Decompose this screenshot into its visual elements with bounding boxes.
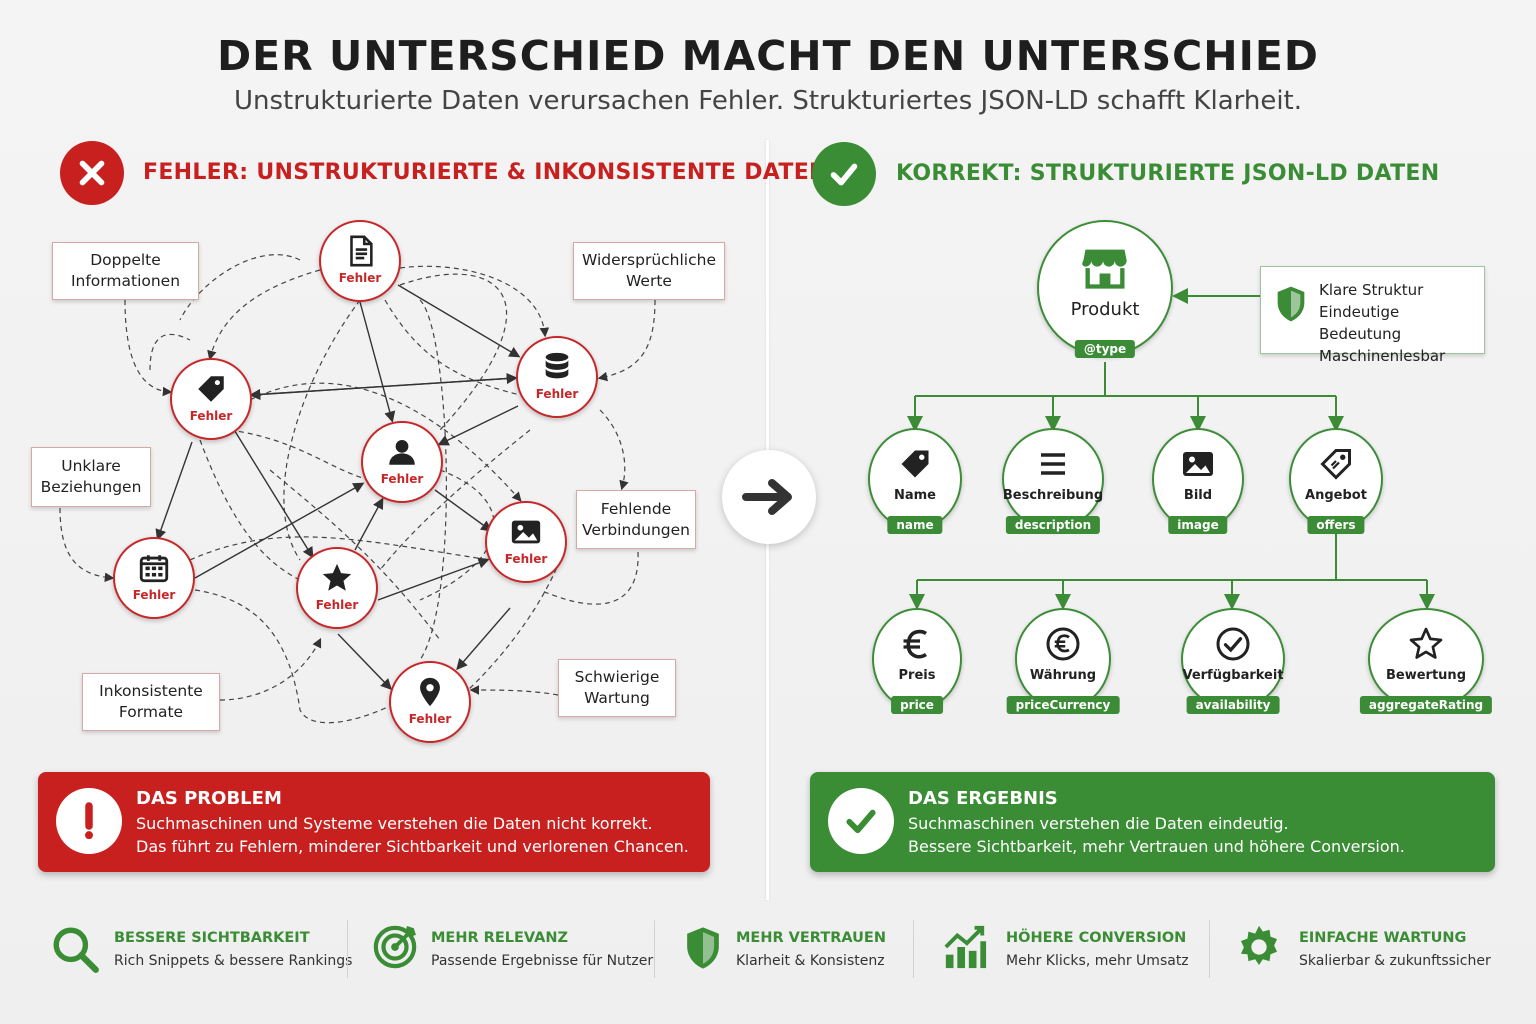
error-label: Fehler — [132, 587, 176, 602]
info-line-3: Maschinenlesbar — [1319, 347, 1446, 365]
root-key: @type — [1074, 340, 1136, 358]
grandchild-node-waehrung: Währung priceCurrency — [1006, 608, 1120, 714]
exclamation-icon — [56, 788, 122, 854]
left-heading: FEHLER: UNSTRUKTURIERTE & INKONSISTENTE … — [143, 160, 828, 185]
error-node-image: Fehler — [485, 501, 567, 583]
feature-maintenance: EINFACHE WARTUNG Skalierbar & zukunftssi… — [1236, 918, 1506, 978]
error-node-calendar: Fehler — [113, 537, 195, 619]
target-icon — [373, 925, 417, 969]
grandchild-node-bewertung: Bewertung aggregateRating — [1359, 608, 1493, 714]
error-label: Fehler — [338, 270, 382, 285]
problem-line-2: Das führt zu Fehlern, minderer Sichtbark… — [136, 837, 689, 856]
root-name: Produkt — [1070, 298, 1140, 320]
left-heading-rest: UNSTRUKTURIERTE & INKONSISTENTE DATEN — [256, 160, 828, 185]
result-title: DAS ERGEBNIS — [908, 788, 1058, 809]
footer-divider — [347, 920, 348, 978]
euro-icon — [903, 629, 927, 659]
info-line-1: Klare Struktur — [1319, 281, 1424, 299]
error-node-star: Fehler — [296, 547, 378, 629]
star-outline-icon — [1409, 627, 1443, 659]
footer-divider — [1209, 920, 1210, 978]
transform-arrow — [722, 450, 816, 544]
info-line-2: Eindeutige Bedeutung — [1319, 303, 1402, 343]
image-icon — [511, 520, 541, 543]
right-heading-prefix: KORREKT: — [896, 161, 1022, 186]
child-node-beschreibung: Beschreibung description — [1002, 428, 1104, 534]
footer-divider — [913, 920, 914, 978]
result-banner: DAS ERGEBNIS Suchmaschinen verstehen die… — [810, 772, 1495, 872]
error-node-database: Fehler — [516, 336, 598, 418]
error-label: Fehler — [189, 408, 233, 423]
error-label: Fehler — [315, 597, 359, 612]
result-line-1: Suchmaschinen verstehen die Daten eindeu… — [908, 814, 1289, 833]
page-title: DER UNTERSCHIED MACHT DEN UNTERSCHIED — [217, 32, 1319, 80]
star-icon — [322, 563, 352, 591]
error-label: Fehler — [504, 551, 548, 566]
right-heading-rest: STRUKTURIERTE JSON-LD DATEN — [1029, 161, 1440, 186]
grandchild-node-preis: Preis price — [872, 608, 962, 714]
child-node-bild: Bild image — [1152, 428, 1244, 534]
error-x-icon — [60, 141, 124, 205]
database-icon — [545, 352, 569, 378]
check-icon — [828, 788, 894, 854]
root-node-produkt: Produkt @type — [1037, 220, 1173, 358]
error-node-location: Fehler — [389, 661, 471, 743]
problem-title: DAS PROBLEM — [136, 788, 282, 809]
info-box: Klare Struktur Eindeutige Bedeutung Masc… — [1260, 266, 1485, 365]
calendar-icon — [139, 554, 169, 582]
child-node-name: Name name — [868, 428, 962, 534]
left-heading-prefix: FEHLER: — [143, 160, 249, 185]
grandchild-node-verfuegbarkeit: Verfügbarkeit availability — [1181, 608, 1285, 714]
tag-icon — [198, 375, 224, 402]
right-heading: KORREKT: STRUKTURIERTE JSON-LD DATEN — [896, 161, 1439, 186]
location-pin-icon — [420, 677, 440, 706]
page-subtitle: Unstrukturierte Daten verursachen Fehler… — [233, 86, 1303, 116]
feature-relevance: MEHR RELEVANZ Passende Ergebnisse für Nu… — [372, 918, 653, 978]
shield-icon — [1277, 286, 1305, 322]
image-icon — [1183, 451, 1213, 476]
store-icon — [1082, 249, 1127, 289]
footer-divider — [654, 920, 655, 978]
success-check-icon — [812, 142, 876, 206]
document-icon — [350, 235, 373, 266]
euro-circle-icon — [1046, 627, 1080, 660]
shield-icon — [687, 927, 719, 969]
error-label: Fehler — [380, 471, 424, 486]
arrow-right-icon — [742, 479, 792, 515]
feature-conversion: HÖHERE CONVERSION Mehr Klicks, mehr Umsa… — [942, 918, 1202, 978]
error-label: Fehler — [408, 711, 452, 726]
error-node-tag: Fehler — [170, 358, 252, 440]
child-node-angebot: Angebot offers — [1289, 428, 1383, 534]
feature-visibility: BESSERE SICHTBARKEIT Rich Snippets & bes… — [50, 918, 352, 978]
search-icon — [53, 927, 99, 973]
problem-line-1: Suchmaschinen und Systeme verstehen die … — [136, 814, 653, 833]
gear-icon — [1240, 925, 1278, 966]
growth-chart-icon — [944, 925, 987, 969]
tag-icon — [901, 450, 929, 477]
feature-trust: MEHR VERTRAUEN Klarheit & Konsistenz — [684, 918, 904, 978]
offer-tag-icon — [1320, 448, 1351, 480]
error-label: Fehler — [535, 386, 579, 401]
text-lines-icon — [1041, 452, 1065, 475]
result-line-2: Bessere Sichtbarkeit, mehr Vertrauen und… — [908, 837, 1405, 856]
error-node-document: Fehler — [319, 220, 401, 302]
error-node-user: Fehler — [361, 421, 443, 503]
check-circle-icon — [1216, 627, 1250, 660]
user-icon — [389, 439, 415, 465]
problem-banner: DAS PROBLEM Suchmaschinen und Systeme ve… — [38, 772, 710, 872]
